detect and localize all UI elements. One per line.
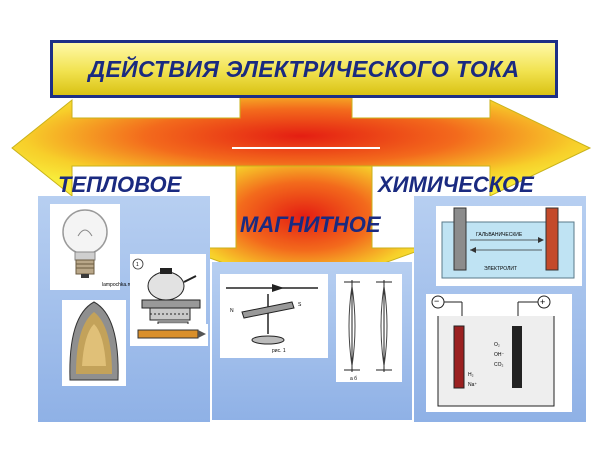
title-box: ДЕЙСТВИЯ ЭЛЕКТРИЧЕСКОГО ТОКА bbox=[50, 40, 558, 98]
panel-magnetic-art: N S рис. 1 a б bbox=[220, 274, 402, 382]
ion-oh: OH⁻ bbox=[494, 352, 505, 358]
parallel-wires-caption: a б bbox=[350, 376, 357, 382]
kettle-caption: 1 bbox=[136, 262, 139, 268]
soldering-iron-icon bbox=[134, 324, 208, 346]
label-thermal: ТЕПЛОВОЕ bbox=[58, 172, 182, 197]
electrolyte-label: ЭЛЕКТРОЛИТ bbox=[484, 266, 517, 272]
iron-icon bbox=[69, 301, 119, 381]
flow-label: ГАЛЬВАНИЧЕСКИЕ bbox=[476, 232, 523, 238]
plus-sign: + bbox=[540, 297, 545, 307]
compass-caption: рис. 1 bbox=[272, 348, 286, 354]
ion-h2: H₂ bbox=[468, 372, 474, 378]
light-bulb-caption: lampochka.ru bbox=[102, 282, 132, 288]
compass-wire-icon: N S bbox=[226, 284, 318, 345]
arrow-branch bbox=[11, 95, 592, 198]
panel-thermal-art: lampochka.ru 1 bbox=[50, 204, 208, 386]
ion-co2: CO₂ bbox=[494, 362, 504, 368]
minus-sign: − bbox=[434, 296, 439, 306]
parallel-wires-icon bbox=[344, 280, 392, 372]
electroplating-icon bbox=[441, 207, 575, 279]
page-title: ДЕЙСТВИЯ ЭЛЕКТРИЧЕСКОГО ТОКА bbox=[88, 55, 520, 82]
panel-chemical-art: ГАЛЬВАНИЧЕСКИЕ ЭЛЕКТРОЛИТ − + H₂ Na⁺ O₂ … bbox=[426, 206, 582, 412]
ion-o2: O₂ bbox=[494, 342, 500, 348]
label-chemical: ХИМИЧЕСКОЕ bbox=[378, 172, 534, 197]
electrolysis-icon bbox=[431, 295, 555, 407]
svg-text:S: S bbox=[298, 302, 302, 308]
light-bulb-icon bbox=[62, 209, 108, 278]
label-magnetic: МАГНИТНОЕ bbox=[240, 212, 381, 237]
ion-na: Na⁺ bbox=[468, 382, 477, 388]
svg-text:N: N bbox=[230, 308, 234, 314]
